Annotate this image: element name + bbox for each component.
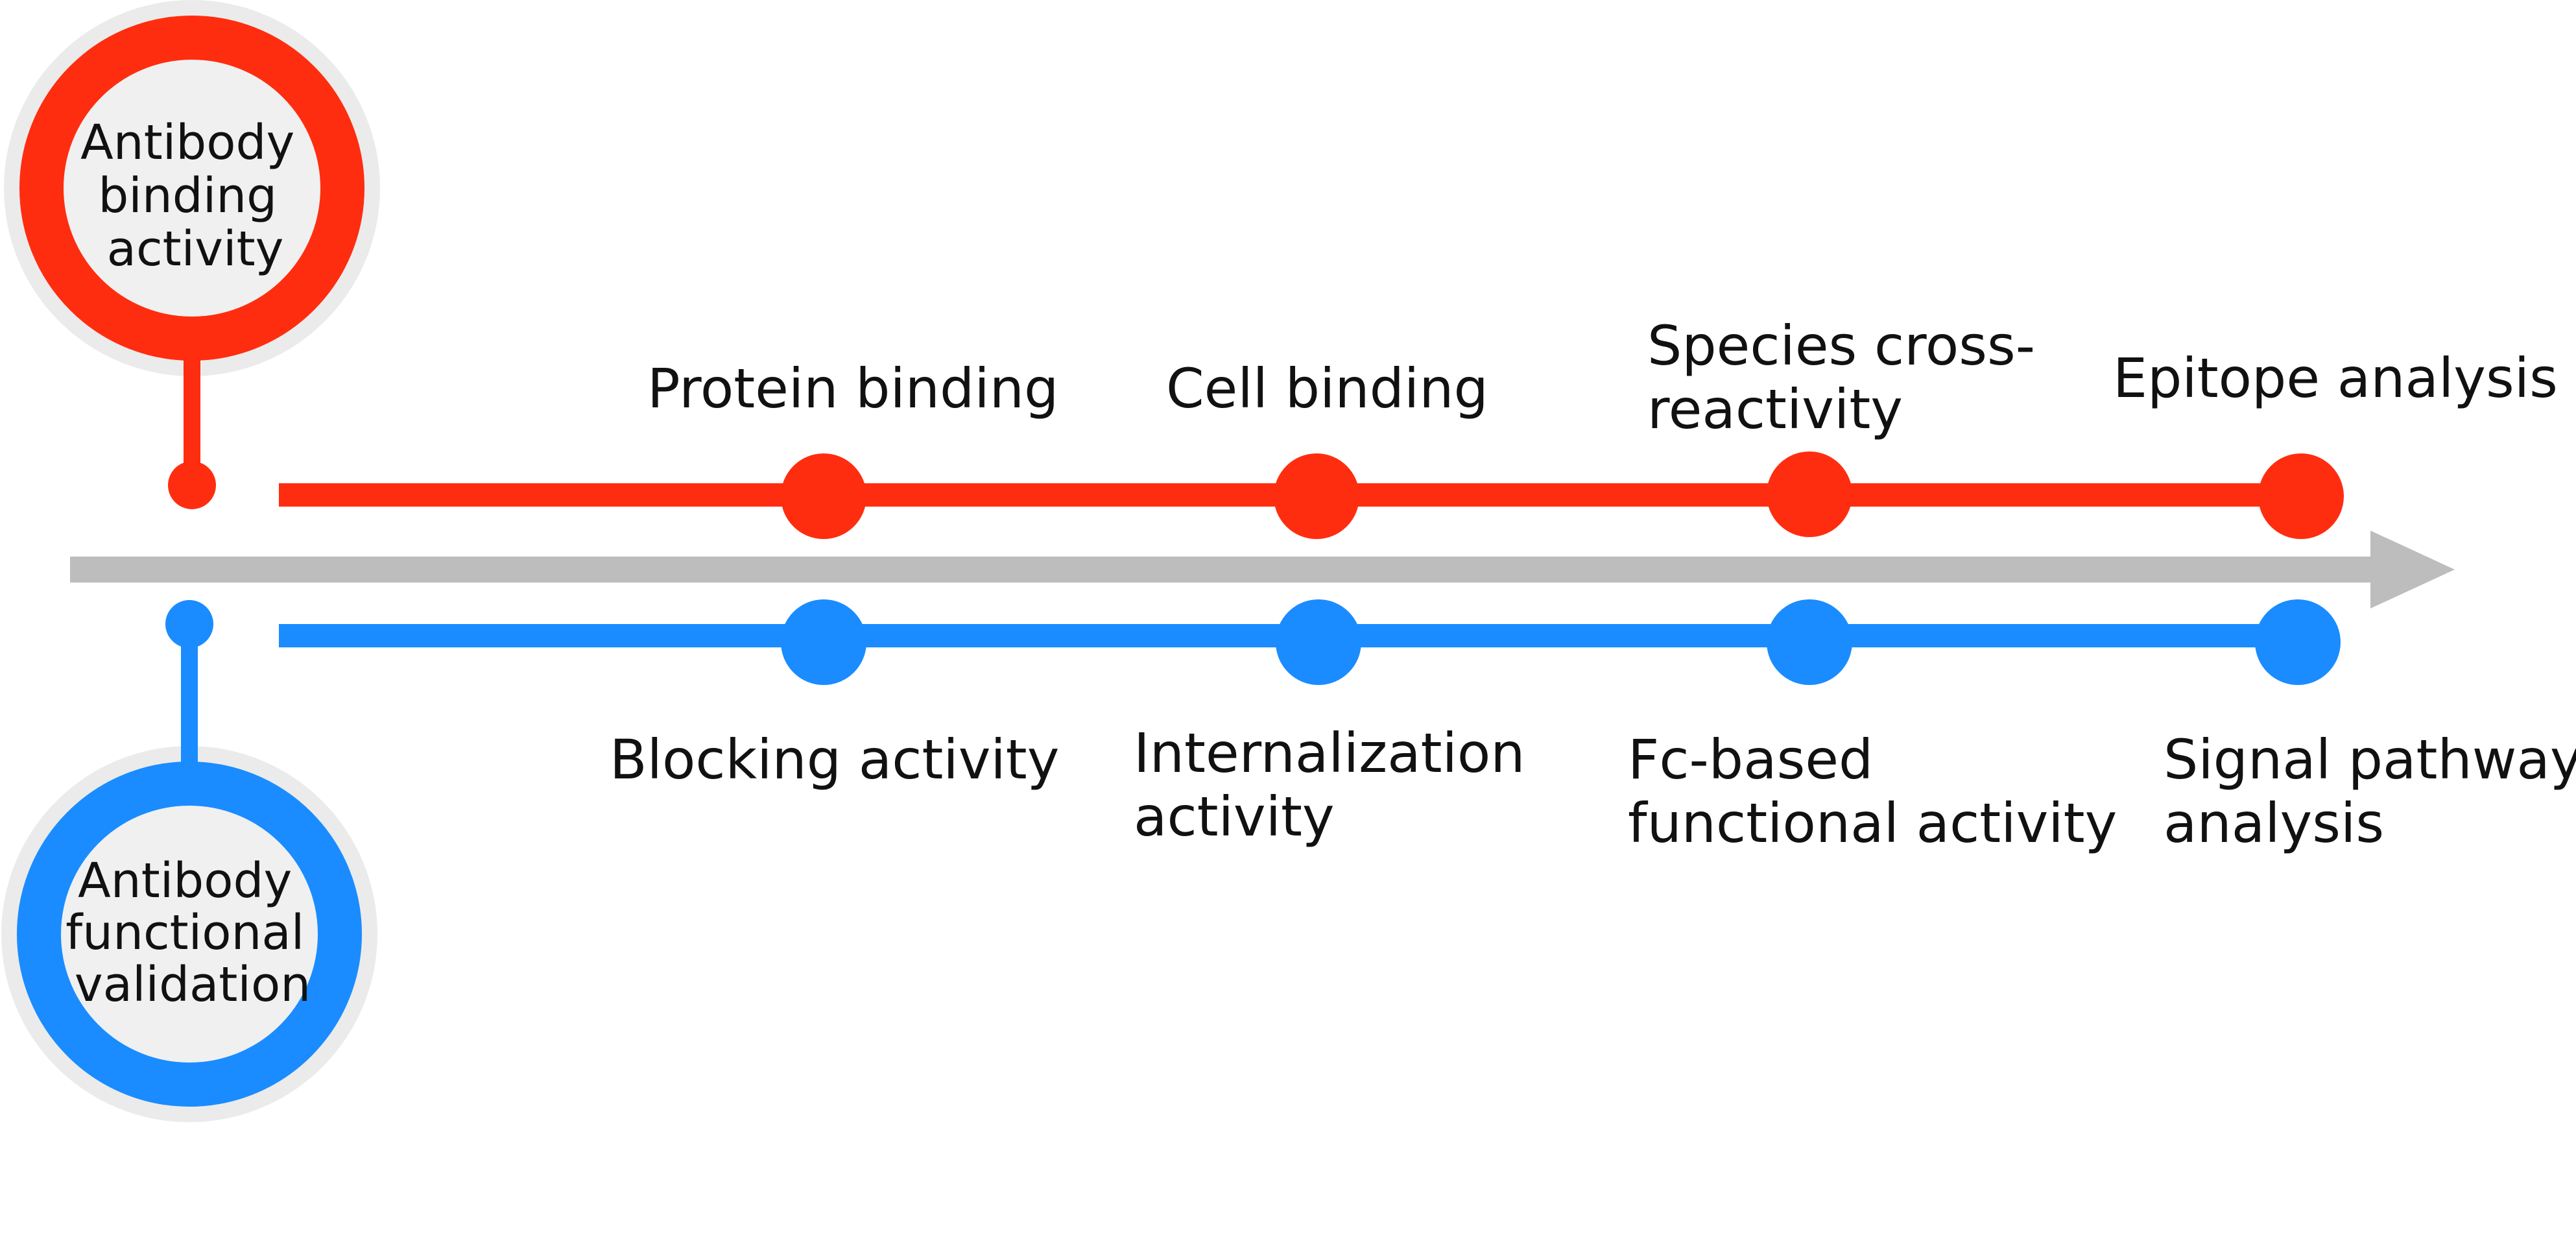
binding-milestone-label: Species cross- reactivity xyxy=(1647,314,2053,441)
functional-hub-label: Antibody functional validation xyxy=(66,853,320,1013)
functional-milestone-dot xyxy=(2255,599,2341,685)
functional-hub-connector xyxy=(181,626,198,763)
functional-track: Antibody functional validation Blocking … xyxy=(1,599,2576,1122)
functional-milestone-label: Signal pathway analysis xyxy=(2164,728,2576,855)
binding-milestone-dot xyxy=(2258,453,2344,539)
functional-milestone-dot xyxy=(781,599,866,685)
functional-milestone-label-line: functional activity xyxy=(1628,791,2117,855)
functional-milestone-label-line: Blocking activity xyxy=(610,728,1059,791)
binding-milestone-dot xyxy=(1767,451,1852,537)
binding-milestone-dot xyxy=(1274,453,1359,539)
functional-hub-dot xyxy=(165,600,213,648)
binding-hub-label-line: binding xyxy=(98,168,277,224)
functional-hub-label-line: Antibody xyxy=(78,853,292,909)
functional-hub-label-line: validation xyxy=(75,957,311,1013)
binding-milestone-label-line: Protein binding xyxy=(647,357,1058,420)
timeline-arrowhead xyxy=(2370,531,2455,608)
functional-milestone-label-line: activity xyxy=(1134,785,1335,848)
binding-milestone-label: Epitope analysis xyxy=(2113,346,2558,410)
functional-hub-ring xyxy=(17,762,362,1107)
binding-milestone-label-line: Species cross- xyxy=(1647,314,2035,378)
functional-milestone-label-line: Signal pathway xyxy=(2164,728,2576,791)
timeline-axis xyxy=(70,557,2379,583)
functional-milestone-label: Fc-based functional activity xyxy=(1628,728,2117,855)
functional-milestone-label: Blocking activity xyxy=(610,728,1059,791)
binding-track: Antibody binding activity Protein bindin… xyxy=(4,0,2558,539)
functional-milestone-label-line: analysis xyxy=(2164,791,2384,855)
binding-hub-dot xyxy=(168,461,216,509)
functional-hub-label-line: functional xyxy=(66,905,304,961)
binding-milestone-label-line: Epitope analysis xyxy=(2113,346,2558,410)
binding-milestone-label: Cell binding xyxy=(1166,357,1488,420)
binding-hub-label-line: Antibody xyxy=(80,115,294,171)
functional-milestone-label: Internalization activity xyxy=(1134,721,1542,848)
binding-milestone-dot xyxy=(781,453,866,539)
functional-milestone-label-line: Fc-based xyxy=(1628,728,1873,791)
binding-milestone-label: Protein binding xyxy=(647,357,1058,420)
binding-milestone-label-line: reactivity xyxy=(1647,378,1903,441)
binding-hub-ring xyxy=(19,16,364,361)
functional-milestone-dot xyxy=(1276,599,1361,685)
binding-hub-label: Antibody binding activity xyxy=(80,115,310,277)
binding-milestone-label-line: Cell binding xyxy=(1166,357,1488,420)
functional-milestone-label-line: Internalization xyxy=(1134,721,1525,785)
functional-milestone-dot xyxy=(1767,599,1852,685)
binding-hub-label-line: activity xyxy=(107,221,284,277)
